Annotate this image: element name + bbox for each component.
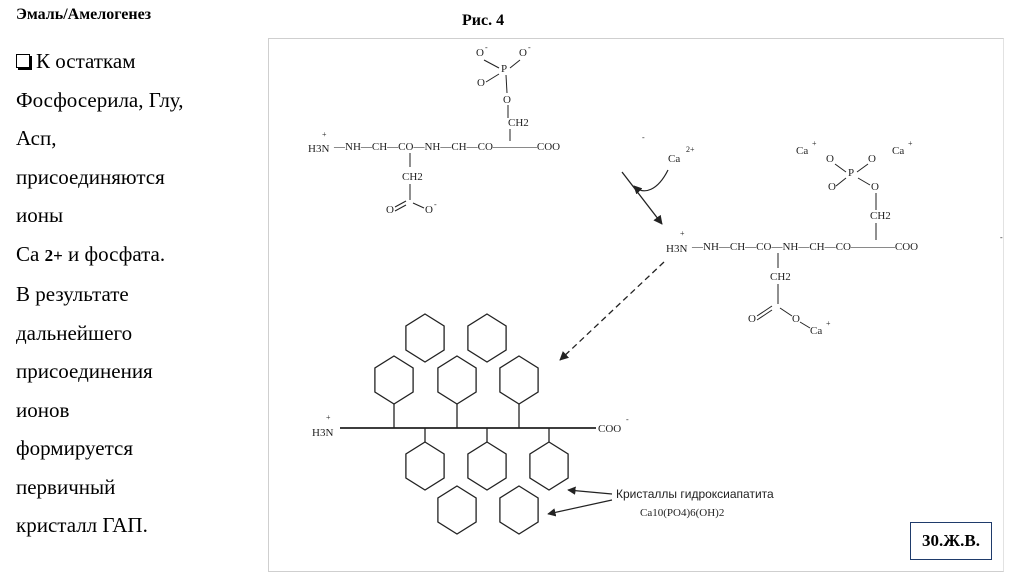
svg-text:2+: 2+: [686, 145, 695, 154]
hexagon-crystal: [529, 441, 569, 491]
hexagon-crystal: [437, 485, 477, 535]
svg-text:CH2: CH2: [402, 171, 423, 183]
text-line: ионы: [16, 203, 64, 227]
svg-text:O: O: [425, 204, 433, 216]
svg-text:O: O: [826, 153, 834, 165]
svg-text:O: O: [519, 47, 527, 59]
svg-text:O: O: [477, 77, 485, 89]
text-line: В результате: [16, 282, 129, 306]
text-line: присоединяются: [16, 164, 165, 189]
svg-text:-: -: [642, 133, 645, 142]
hexagon-crystal: [467, 441, 507, 491]
text-line: Асп,: [16, 126, 57, 150]
svg-text:O: O: [476, 47, 484, 59]
hexagon-crystal: [405, 441, 445, 491]
author-signature-badge: 30.Ж.В.: [910, 522, 992, 560]
svg-text:-: -: [528, 43, 531, 52]
crystallization-arrow: [559, 261, 665, 361]
svg-text:O: O: [792, 313, 800, 325]
svg-text:H3N: H3N: [312, 427, 333, 439]
svg-text:Ca: Ca: [810, 325, 822, 337]
svg-text:+: +: [326, 413, 331, 422]
hexagon-crystal: [499, 485, 539, 535]
hexagon-crystal: [437, 355, 477, 405]
svg-text:O: O: [748, 313, 756, 325]
svg-text:P: P: [501, 63, 507, 75]
crystal-backbone: H3N + COO -: [312, 413, 629, 439]
svg-text:Ca: Ca: [892, 145, 904, 157]
description-text: К остаткам Фосфосерила, Глу, Асп, присое…: [16, 42, 266, 545]
hexagon-crystal: [374, 355, 414, 405]
svg-text:-: -: [1000, 233, 1003, 242]
svg-text:O: O: [828, 181, 836, 193]
svg-text:—NH—CH—CO—NH—CH—CO————COO: —NH—CH—CO—NH—CH—CO————COO: [691, 241, 918, 253]
svg-text:-: -: [485, 43, 488, 52]
diagram-frame: [268, 38, 1004, 572]
hexagon-crystal: [499, 355, 539, 405]
svg-text:COO: COO: [598, 423, 621, 435]
peptide-chain: —NH—CH—CO—NH—CH—CO————COO: [333, 141, 560, 153]
text-line: присоединения: [16, 359, 153, 383]
figure-label: Рис. 4: [462, 12, 505, 29]
crystal-formula: Ca10(PO4)6(OH)2: [640, 507, 724, 519]
molecule-left: H3N + —NH—CH—CO—NH—CH—CO————COO - O- P O…: [308, 43, 645, 216]
crystal-label: Кристаллы гидроксиапатита Ca10(PO4)6(OH)…: [547, 486, 774, 519]
molecule-right: H3N + —NH—CH—CO—NH—CH—CO————COO - Ca+ O …: [666, 139, 1003, 337]
svg-text:O: O: [871, 181, 879, 193]
svg-text:+: +: [680, 229, 685, 238]
svg-text:O: O: [386, 204, 394, 216]
svg-text:-: -: [626, 415, 629, 424]
checkbox-bullet-icon: [16, 54, 30, 68]
text-line: ионов: [16, 397, 70, 422]
hexagon-crystal: [405, 313, 445, 363]
svg-text:O: O: [503, 94, 511, 106]
hexagon-crystal: [467, 313, 507, 363]
svg-text:Ca: Ca: [796, 145, 808, 157]
text-line: К остаткам: [16, 42, 266, 81]
ca-charge: 2+: [44, 245, 63, 265]
crystal-label-line1: Кристаллы гидроксиапатита: [616, 487, 774, 501]
svg-text:CH2: CH2: [870, 210, 891, 222]
reaction-arrow: [621, 171, 663, 225]
text-line: Фосфосерила, Глу,: [16, 87, 184, 112]
svg-text:Ca: Ca: [668, 153, 680, 165]
text-line: формируется: [16, 436, 133, 460]
hydroxyapatite-crystals: [374, 313, 569, 535]
svg-text:O: O: [868, 153, 876, 165]
svg-text:+: +: [826, 319, 831, 328]
svg-text:+: +: [812, 139, 817, 148]
calcium-ion: Ca 2+: [633, 145, 695, 195]
text-line: кристалл ГАП.: [16, 513, 148, 537]
svg-text:CH2: CH2: [770, 271, 791, 283]
slide-title: Эмаль/Амелогенез: [16, 6, 152, 23]
svg-text:H3N: H3N: [666, 243, 687, 255]
svg-text:+: +: [322, 130, 327, 139]
text-line: Са 2+ и фосфата.: [16, 241, 166, 266]
text-line: первичный: [16, 474, 116, 499]
text-line: дальнейшего: [16, 320, 133, 345]
amine-group: H3N: [308, 143, 329, 155]
svg-text:P: P: [848, 167, 854, 179]
svg-text:-: -: [434, 200, 437, 209]
svg-text:CH2: CH2: [508, 117, 529, 129]
svg-text:+: +: [908, 139, 913, 148]
